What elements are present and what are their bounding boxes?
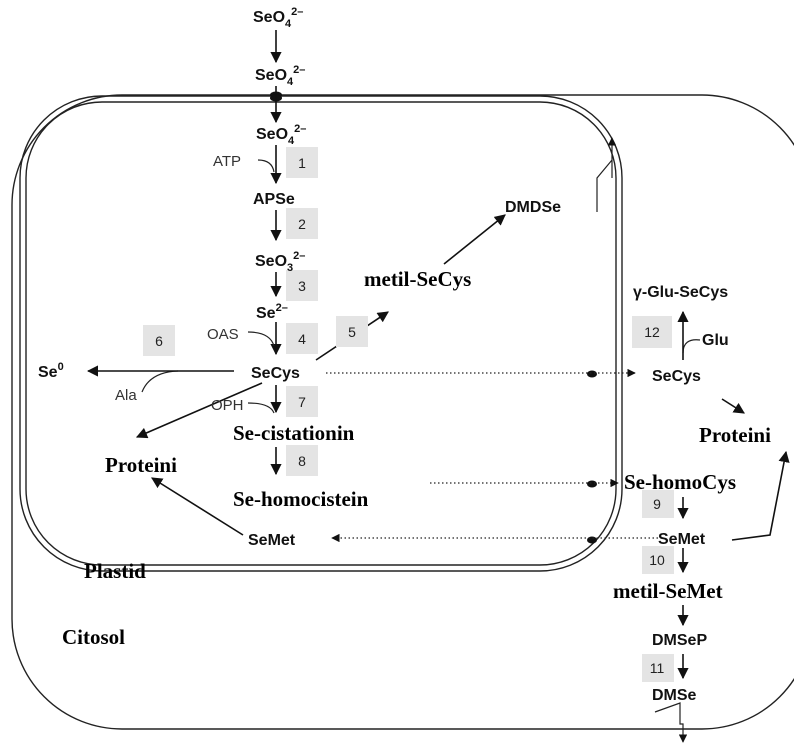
label-proteini-plastid: Proteini	[105, 453, 177, 477]
step-box-7	[286, 386, 318, 417]
label-citosol: Citosol	[62, 625, 125, 649]
compound-seo4-cytosol: SeO42–	[255, 64, 305, 88]
step-5: 5	[348, 324, 356, 340]
step-3: 3	[298, 278, 306, 294]
step-box-1	[286, 147, 318, 178]
step-box-12	[632, 316, 672, 348]
step-9: 9	[653, 496, 661, 512]
step-1: 1	[298, 155, 306, 171]
step-box-3	[286, 270, 318, 301]
plastid-inner-membrane	[25, 101, 617, 566]
cofactor-ala: Ala	[115, 387, 137, 404]
label-plastid: Plastid	[84, 559, 146, 583]
compound-se2: Se2–	[256, 302, 288, 322]
label-se-homocys: Se-homoCys	[624, 470, 736, 494]
compound-se0: Se0	[38, 361, 64, 381]
transporter-secys	[587, 370, 597, 378]
cofactor-glu: Glu	[702, 332, 729, 349]
step-11: 11	[650, 660, 665, 676]
compound-dmdse: DMDSe	[505, 199, 561, 216]
compound-semet-cytosol: SeMet	[658, 531, 706, 548]
label-proteini-cytosol: Proteini	[699, 423, 771, 447]
cofactor-oph: OPH	[211, 397, 244, 414]
compound-apse: APSe	[253, 191, 295, 208]
step-8: 8	[298, 453, 306, 469]
compound-seo4-outer: SeO42–	[253, 6, 303, 30]
step-2: 2	[298, 216, 306, 232]
step-box-4	[286, 323, 318, 354]
label-se-cistationin: Se-cistationin	[233, 421, 355, 445]
step-box-11	[642, 654, 674, 682]
compound-seo3: SeO32–	[255, 250, 305, 274]
compound-dmsep: DMSeP	[652, 632, 707, 649]
step-10: 10	[649, 552, 665, 568]
step-box-8	[286, 445, 318, 476]
plastid-outer-membrane	[19, 95, 623, 572]
step-4: 4	[298, 331, 306, 347]
step-box-2	[286, 208, 318, 239]
cofactor-oas: OAS	[207, 326, 239, 343]
step-box-9	[642, 490, 674, 518]
compound-secys-plastid: SeCys	[251, 365, 300, 382]
cell-membrane	[11, 94, 794, 730]
step-box-10	[642, 546, 674, 574]
step-box-5	[336, 316, 368, 347]
step-box-6	[143, 325, 175, 356]
compound-dmse: DMSe	[652, 687, 697, 704]
compound-semet-plastid: SeMet	[248, 532, 296, 549]
label-metil-semet: metil-SeMet	[613, 579, 723, 603]
compound-seo4-plastid: SeO42–	[256, 123, 306, 147]
compound-gglu-secys: γ-Glu-SeCys	[633, 284, 728, 301]
label-metil-secys: metil-SeCys	[364, 267, 471, 291]
step-12: 12	[644, 324, 660, 340]
compound-secys-cytosol: SeCys	[652, 368, 701, 385]
transporter-homocys	[587, 480, 597, 488]
step-6: 6	[155, 333, 163, 349]
label-se-homocistein: Se-homocistein	[233, 487, 369, 511]
cofactor-atp: ATP	[213, 153, 241, 170]
step-7: 7	[298, 394, 306, 410]
